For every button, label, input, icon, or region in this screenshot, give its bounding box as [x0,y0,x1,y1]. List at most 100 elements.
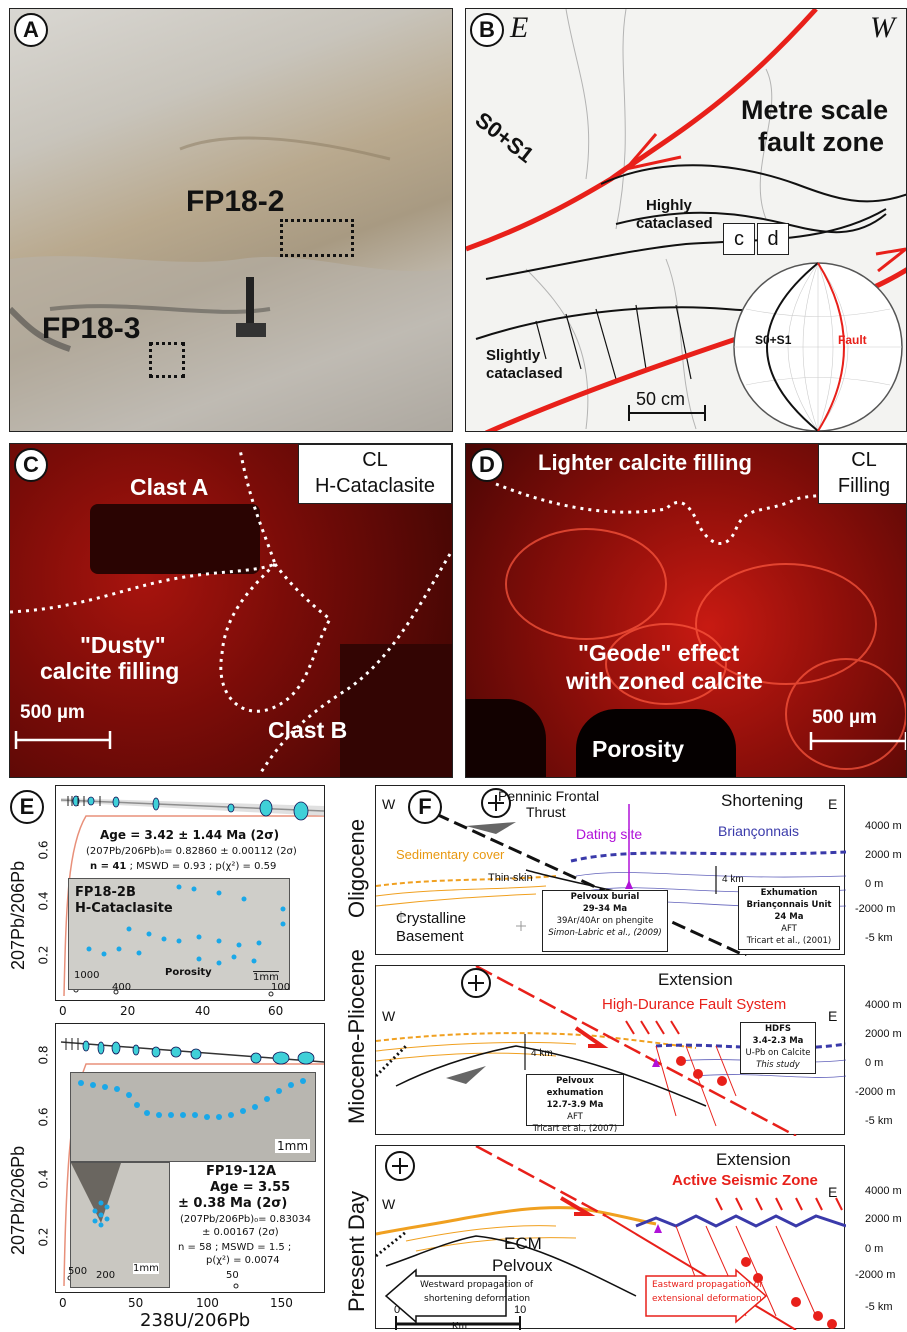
f-row3-ecm: ECM [504,1234,542,1253]
f-row2-east: E [828,1008,838,1024]
f-row3-pelvoux: Pelvoux [492,1256,553,1275]
e-bottom-curve-label-50: 50 [226,1270,239,1281]
e-top-ytick-0.4: 0.4 [36,891,51,911]
scale-bar-500um-c: 500 µm [20,702,85,723]
f-row1-section: W E Penninic Frontal Thrust Shortening D… [375,785,846,956]
f-row1-thin-skin: Thin-skin [488,872,533,884]
e-top-sample-line1: FP18-2B [75,885,136,900]
e-top-xtick-20: 20 [120,1004,136,1018]
e-bottom-scale-2: 1mm [133,1263,159,1274]
pore-left [466,699,546,777]
f-row1-burial-box: Pelvoux burial 29-34 Ma 39Ar/40Ar on phe… [542,890,668,952]
panel-c-cl-box: CL H-Cataclasite [298,444,452,504]
dusty-label-line2: calcite filling [40,658,180,684]
f-row2-hdfs: High-Durance Fault System [602,996,787,1013]
f-row3-west: W [382,1196,396,1212]
e-bottom-curve-label-500: 500 [68,1266,88,1277]
fault-zone-title-line1: Metre scale [741,95,889,125]
e-bottom-age-line1: Age = 3.55 [210,1180,291,1195]
f-row1-penninic-line1: Penninic Frontal [498,788,600,804]
f-row2-seismic-stars [676,1056,727,1086]
f-row3-cross-section [376,1146,846,1330]
e-bottom-xtick-100: 100 [196,1296,219,1310]
panel-d-label: D [470,448,504,482]
f-row3-west-arrow-line1: Westward propagation of [420,1280,534,1290]
e-bottom-initial-line1: (207Pb/206Pb)₀= 0.83034 [180,1214,312,1225]
zoning-boundaries [495,482,906,770]
lighter-filling-label: Lighter calcite filling [538,450,752,475]
e-bottom-inset-photo-2: 1mm [70,1162,170,1288]
f-row2-dating-star [652,1058,660,1067]
e-top-xtick-0: 0 [59,1004,67,1018]
f-row1-4km: 4 km [722,874,744,885]
subsample-box-c: c [723,223,755,255]
panel-c-cl-image: C CL H-Cataclasite Clast A "Dusty" calci… [9,443,453,778]
e-top-curve-label-100: 100 [271,982,291,993]
f-row1-regime: Shortening [721,791,804,810]
e-top-inset-photo: FP18-2B H-Cataclasite Porosity 1mm [68,878,290,990]
e-bottom-ytick-0.6: 0.6 [36,1107,51,1127]
e-top-stats: n = 41 ; MSWD = 0.93 ; p(χ²) = 0.59 [90,861,277,872]
e-bottom-initial-line2: ± 0.00167 (2σ) [202,1227,279,1238]
f-row3-scale-10: 10 [514,1304,527,1316]
panel-e-label: E [10,790,44,824]
panel-c-label: C [14,448,48,482]
e-bottom-spots-1 [78,1078,306,1120]
clast-a-dark-region [90,504,260,574]
geode-label-line1: "Geode" effect [578,640,740,666]
subsample-box-d: d [757,223,789,255]
filling-label: Filling [837,475,891,497]
cataclasite-label: H-Cataclasite [314,475,436,497]
f-row2-period: Miocene-Pliocene [344,949,369,1124]
e-top-spots [86,884,286,966]
clast-b-dark-region [340,644,452,777]
panel-d-cl-image: D Lighter calcite filling CL Filling "Ge… [465,443,907,778]
f-row1-brianconnais: Briançonnais [718,823,799,839]
panel-d-cl-box: CL Filling [818,444,906,504]
clast-b-label: Clast B [268,717,348,743]
cl-label-d: CL [851,449,877,471]
f-row3-period: Present Day [344,1190,369,1312]
stereonet-fault-label: Fault [838,333,867,347]
f-row3-east-arrow-line1: Eastward propagation of [652,1280,763,1290]
panel-b-fault-sketch: B E W S0+S1 Metre scale fault zone Highl… [465,8,907,432]
e-bottom-spots-2 [71,1163,121,1228]
e-bottom-stats-line2: p(χ²) = 0.0074 [206,1255,280,1266]
scale-bar-50cm: 50 cm [636,389,686,409]
highly-cataclased-line2: cataclased [636,215,713,232]
f-row2-section: W E Extension High-Durance Fault System … [375,965,846,1136]
e-top-sample-line2: H-Cataclasite [75,901,173,916]
e-bottom-ytick-0.8: 0.8 [36,1045,51,1065]
sample-label-fp18-2: FP18-2 [186,185,285,218]
f-row1-dating-site: Dating site [576,826,643,842]
e-top-plot: Age = 3.42 ± 1.44 Ma (2σ) (207Pb/206Pb)₀… [55,785,325,1001]
hammer-head [236,323,266,337]
f-row1-crystalline-line1: Crystalline [396,910,467,927]
f-row3-elevation-axis: 4000 m 2000 m 0 m -2000 m -5 km [855,1185,902,1313]
e-bottom-ylabel: 207Pb/206Pb [8,1145,28,1255]
e-bottom-ytick-0.4: 0.4 [36,1169,51,1189]
e-top-ylabel: 207Pb/206Pb [8,860,28,970]
f-row2-4km: 4 km [531,1048,553,1059]
f-row3-scale-unit: Km [452,1321,467,1332]
e-top-ytick-0.2: 0.2 [36,945,51,965]
f-row3-section: W E Extension Active Seismic Zone ECM Pe… [375,1145,846,1332]
f-row2-regime: Extension [658,970,733,989]
dusty-label-line1: "Dusty" [80,632,166,658]
f-row3-east-arrow [645,1268,768,1324]
f-row1-west: W [382,796,396,812]
sample-box-fp18-2 [280,219,354,257]
panel-b-label: B [470,13,504,47]
e-top-curve-label-400: 400 [112,982,132,993]
f-row1-period: Oligocene [344,818,369,918]
e-bottom-xtick-0: 0 [59,1296,67,1310]
e-top-curve-label-1000: 1000 [74,970,100,981]
e-bottom-ytick-0.2: 0.2 [36,1227,51,1247]
e-bottom-curve-label-200: 200 [96,1270,116,1281]
f-row3-seismic-stars [741,1257,837,1329]
e-top-age: Age = 3.42 ± 1.44 Ma (2σ) [100,828,280,842]
slightly-cataclased-line2: cataclased [486,365,563,382]
panel-a-label: A [14,13,48,47]
cl-label: CL [362,449,388,471]
panel-f-label: F [408,790,442,824]
